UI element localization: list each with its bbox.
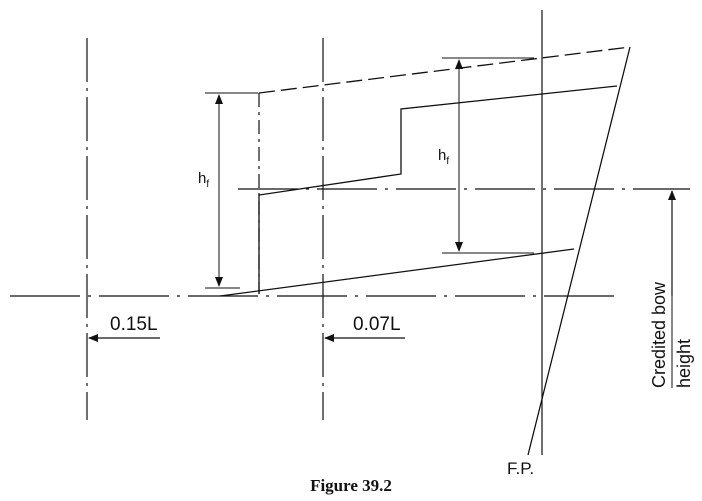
credited-bow-height-label: Credited bow height — [649, 281, 694, 388]
hf-right-label: hf — [438, 147, 449, 167]
distance-label-015l: 0.15L — [110, 314, 158, 335]
figure-caption: Figure 39.2 — [310, 476, 392, 495]
stepped-deck-line — [258, 85, 618, 294]
credited-bow-height-line2: height — [674, 339, 694, 388]
credited-bow-height-line1: Credited bow — [649, 281, 669, 388]
lower-sheer-line — [219, 248, 575, 297]
hf-left-label: hf — [198, 170, 209, 190]
upper-dashed-sheer — [258, 46, 631, 94]
stem-line — [527, 46, 631, 456]
distance-label-007l: 0.07L — [353, 314, 401, 335]
fp-label: F.P. — [507, 459, 534, 478]
